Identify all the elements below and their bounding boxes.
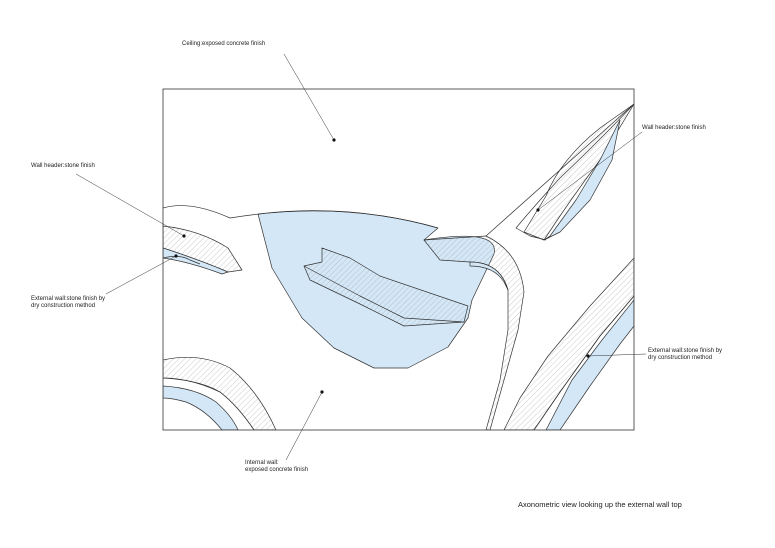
dot-internal-wall [320,390,324,394]
dot-external-wall-right [586,354,590,358]
label-internal-wall: Internal wall: exposed concrete finish [245,460,309,473]
leader-internal-wall [285,391,323,461]
leader-ceiling [283,53,335,141]
upper-right-wall-header [523,103,634,241]
leader-external-wall-right [587,353,647,357]
bottom-left-wall-edge [163,377,255,430]
leader-wall-header-right [537,131,643,211]
ceiling-outline [163,205,439,229]
right-diagonal-wall-edge [533,295,634,430]
left-wall-header-blue [163,247,229,275]
diagram-caption: Axonometric view looking up the external… [518,500,682,509]
middle-slab [303,247,469,327]
bottom-left-wall-blue [163,385,239,430]
label-external-wall-right: External wall:stone finish by dry constr… [648,348,723,361]
dot-external-wall-left [174,254,178,258]
bottom-left-wall [163,356,277,430]
dot-ceiling [332,138,336,142]
right-diagonal-wall-blue [545,299,634,430]
label-wall-header-right: Wall header:stone finish [642,125,706,131]
leader-wall-header-left [75,173,185,237]
left-external-wall [163,256,201,265]
label-ceiling: Ceiling:exposed concrete finish [182,41,266,47]
dot-wall-header-left [182,234,186,238]
label-external-wall-left: External wall:stone finish by dry constr… [31,296,106,309]
center-right-wall-blue [469,261,509,291]
label-wall-header-left: Wall header:stone finish [31,163,95,169]
middle-slab-edge [303,265,465,323]
upper-right-wedge-outline [515,103,634,241]
upper-right-wall-blue [543,119,621,241]
drawing-frame [162,88,635,431]
leader-external-wall-left [105,255,177,295]
dot-wall-header-right [536,208,540,212]
